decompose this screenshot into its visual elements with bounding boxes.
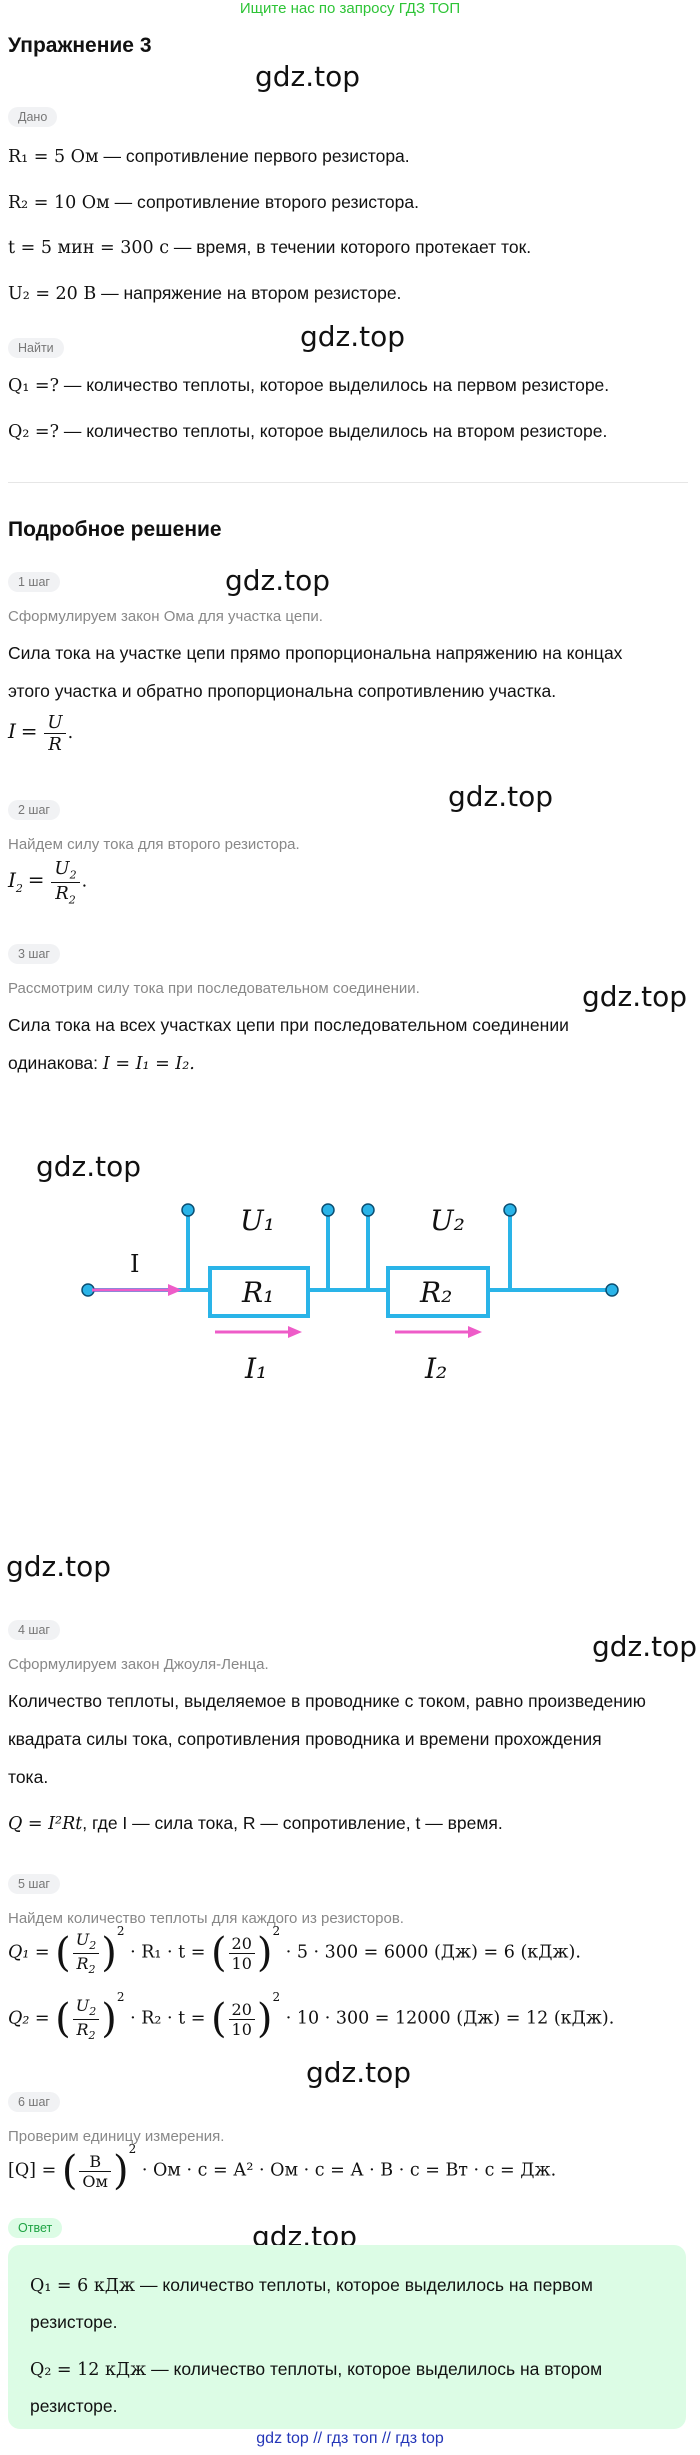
watermark: gdz.top [36, 1150, 142, 1183]
step-3-text: одинакова: I = I₁ = I₂. [8, 1053, 195, 1074]
watermark: gdz.top [306, 2056, 412, 2089]
terminal-node [181, 1203, 195, 1217]
step-1-text: этого участка и обратно пропорциональна … [8, 681, 557, 701]
step-1-hint: Сформулируем закон Ома для участка цепи. [8, 608, 323, 625]
step-4-text: тока. [8, 1767, 49, 1787]
terminal-node [321, 1203, 335, 1217]
step-4-text: квадрата силы тока, сопротивления провод… [8, 1729, 602, 1749]
label-r2: R₂ [419, 1276, 452, 1309]
step-5-hint: Найдем количество теплоты для каждого из… [8, 1910, 404, 1927]
step-5-tag: 5 шаг [8, 1874, 60, 1894]
label-u2: U₂ [430, 1204, 465, 1237]
terminal-node [361, 1203, 375, 1217]
step-4-text: Количество теплоты, выделяемое в проводн… [8, 1691, 646, 1711]
terminal-node [503, 1203, 517, 1217]
divider [8, 482, 688, 483]
watermark: gdz.top [582, 980, 688, 1013]
watermark: gdz.top [592, 1630, 698, 1663]
terminal-node [605, 1283, 619, 1297]
exercise-title: Упражнение 3 [8, 34, 152, 57]
answer-line-1-cont: резисторе. [30, 2312, 118, 2332]
top-search-link[interactable]: Ищите нас по запросу ГДЗ ТОП [239, 0, 461, 17]
step-4-tag: 4 шаг [8, 1620, 60, 1640]
watermark: gdz.top [6, 1550, 112, 1583]
step-6-tag: 6 шаг [8, 2092, 60, 2112]
answer-line-1: Q₁ = 6 кДж — количество теплоты, которое… [30, 2275, 593, 2296]
answer-line-2-cont: резисторе. [30, 2396, 118, 2416]
answer-box [8, 2245, 686, 2429]
label-i2: I₂ [424, 1352, 447, 1385]
footer-links[interactable]: gdz top // гдз топ // гдз top [256, 2430, 444, 2447]
step-2-hint: Найдем силу тока для второго резистора. [8, 836, 300, 853]
label-i1: I₁ [244, 1352, 267, 1385]
find-line-1: Q₁ =? — количество теплоты, которое выде… [8, 375, 610, 396]
given-line-1: R₁ = 5 Ом — сопротивление первого резист… [8, 146, 410, 167]
step-6-hint: Проверим единицу измерения. [8, 2128, 225, 2145]
step-3-hint: Рассмотрим силу тока при последовательно… [8, 980, 420, 997]
resistor-1 [208, 1266, 310, 1318]
watermark: gdz.top [225, 564, 331, 597]
watermark: gdz.top [255, 60, 361, 93]
find-line-2: Q₂ =? — количество теплоты, которое выде… [8, 421, 608, 442]
label-r1: R₁ [241, 1276, 274, 1309]
answer-line-2: Q₂ = 12 кДж — количество теплоты, которо… [30, 2359, 603, 2380]
circuit-diagram: I U₁ U₂ R₁ R₂ I₁ I₂ [81, 1203, 619, 1385]
label-current: I [130, 1250, 139, 1278]
find-tag: Найти [8, 338, 64, 358]
step-3-text: Сила тока на всех участках цепи при посл… [8, 1015, 569, 1035]
watermark: gdz.top [448, 780, 554, 813]
given-line-4: U₂ = 20 В — напряжение на втором резисто… [8, 283, 402, 304]
label-u1: U₁ [240, 1204, 275, 1237]
watermark: gdz.top [300, 320, 406, 353]
given-tag: Дано [8, 107, 58, 127]
step-3-tag: 3 шаг [8, 944, 60, 964]
solution-title: Подробное решение [8, 518, 222, 541]
answer-tag: Ответ [8, 2218, 63, 2238]
step-1-tag: 1 шаг [8, 572, 60, 592]
step-4-hint: Сформулируем закон Джоуля-Ленца. [8, 1656, 269, 1673]
given-line-2: R₂ = 10 Ом — сопротивление второго резис… [8, 192, 419, 213]
joule-lenz-formula: Q = I²Rt, где I — сила тока, R — сопроти… [8, 1813, 503, 1834]
step-2-tag: 2 шаг [8, 800, 60, 820]
given-line-3: t = 5 мин = 300 с — время, в течении кот… [8, 237, 532, 258]
step-1-text: Сила тока на участке цепи прямо пропорци… [8, 643, 623, 663]
resistor-2 [386, 1266, 490, 1318]
